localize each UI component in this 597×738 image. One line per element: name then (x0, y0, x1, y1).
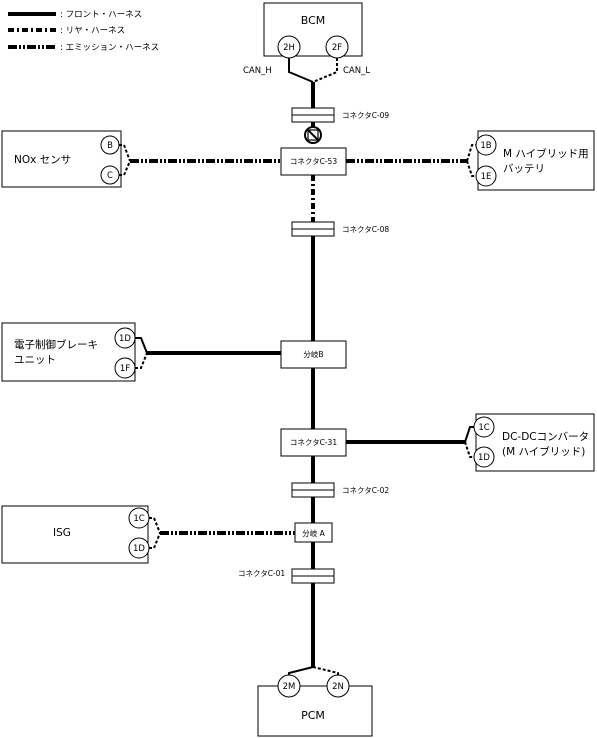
isg-pin-1c-label: 1C (133, 514, 144, 524)
nox-pin-b-label: B (107, 141, 113, 151)
dcdc-converter-box (475, 413, 595, 472)
hybrid-battery-box (477, 130, 595, 191)
dcdc-pin-1d (473, 446, 495, 468)
battery-pin-1b-label: 1B (480, 141, 491, 151)
can-h-label: CAN_H (243, 66, 272, 76)
battery-pin-1e (475, 165, 497, 187)
branch-a-label: 分岐 A (302, 528, 325, 538)
branch-a-body (294, 522, 333, 543)
connector-c31-body (280, 428, 347, 457)
isg-pin-1d-label: 1D (133, 544, 145, 554)
brake-unit-label-line1: 電子制御ブレーキ (14, 338, 98, 351)
prohibition-icon (304, 126, 322, 144)
bcm-pin-2f-label: 2F (332, 43, 342, 53)
connector-c09-label: コネクタC-09 (342, 111, 389, 120)
dcdc-pin-1c (473, 416, 495, 438)
branch-b-label: 分岐B (303, 349, 323, 359)
brake-unit-box (1, 322, 136, 382)
legend-emission-label: : エミッション・ハーネス (60, 43, 159, 53)
pcm-label: PCM (301, 709, 325, 722)
connector-c08-label: コネクタC-08 (342, 225, 389, 234)
connector-c02: コネクタC-02 (291, 482, 389, 498)
brake-pin-1d-label: 1D (119, 334, 131, 344)
connector-c31: コネクタC-31 (280, 428, 347, 457)
brake-unit-module: 電子制御ブレーキ ユニット 1D 1F (1, 322, 281, 382)
isg-label: ISG (53, 527, 71, 539)
brake-pin-1f-label: 1F (120, 364, 130, 374)
dcdc-converter-module: 1C 1D DC-DCコンバータ (M ハイブリッド) (346, 413, 595, 472)
bcm-module: BCM 2H 2F CAN_H CAN_L (243, 2, 370, 83)
nox-sensor-label: NOx センサ (14, 154, 71, 166)
bcm-pin-2f (325, 35, 349, 59)
isg-module: ISG 1C 1D (1, 505, 295, 564)
isg-box (1, 505, 149, 564)
connector-c08: コネクタC-08 (291, 221, 389, 237)
battery-label-line2: バッテリ (503, 163, 545, 175)
pcm-pin-2n-label: 2N (332, 682, 344, 692)
dcdc-label-line1: DC-DCコンバータ (502, 431, 589, 443)
pcm-module: 2M 2N PCM (257, 666, 373, 737)
pcm-box (257, 685, 373, 737)
pcm-pin-2m-label: 2M (283, 682, 296, 692)
dcdc-label-line2: (M ハイブリッド) (502, 445, 585, 458)
hybrid-battery-module: 1B 1E M ハイブリッド用 バッテリ (346, 130, 595, 191)
connector-c02-label: コネクタC-02 (342, 486, 389, 495)
connector-c01: コネクタC-01 (238, 568, 335, 584)
nox-sensor-module: NOx センサ B C (1, 130, 281, 188)
dcdc-pin-1c-label: 1C (478, 423, 489, 433)
nox-pin-c-label: C (107, 171, 113, 181)
connector-c53-body (280, 147, 347, 176)
dcdc-pin-1d-label: 1D (478, 453, 490, 463)
bcm-can-h-wire (288, 58, 314, 83)
branch-b-body (280, 340, 347, 369)
connector-c01-label: コネクタC-01 (238, 569, 285, 578)
battery-label-line1: M ハイブリッド用 (503, 147, 589, 160)
connector-c53: コネクタC-53 (280, 147, 347, 176)
legend: : フロント・ハーネス : リヤ・ハーネス : エミッション・ハーネス (8, 10, 159, 53)
pcm-pin-2m (277, 674, 301, 698)
branch-a: 分岐 A (294, 522, 333, 543)
bcm-label: BCM (301, 14, 326, 27)
branch-b: 分岐B (280, 340, 347, 369)
legend-front-label: : フロント・ハーネス (60, 10, 142, 20)
bcm-pin-2h (277, 35, 301, 59)
legend-rear-label: : リヤ・ハーネス (60, 26, 125, 36)
can-l-label: CAN_L (343, 66, 370, 76)
connector-c09: コネクタC-09 (291, 107, 389, 123)
bcm-can-l-wire (312, 58, 338, 83)
brake-unit-label-line2: ユニット (14, 354, 56, 366)
bcm-pin-2h-label: 2H (283, 43, 295, 53)
connector-c53-label: コネクタC-53 (290, 157, 337, 166)
battery-pin-1b (475, 134, 497, 156)
pcm-pin-2n (326, 674, 350, 698)
connector-c31-label: コネクタC-31 (290, 438, 337, 447)
battery-pin-1e-label: 1E (481, 172, 492, 182)
